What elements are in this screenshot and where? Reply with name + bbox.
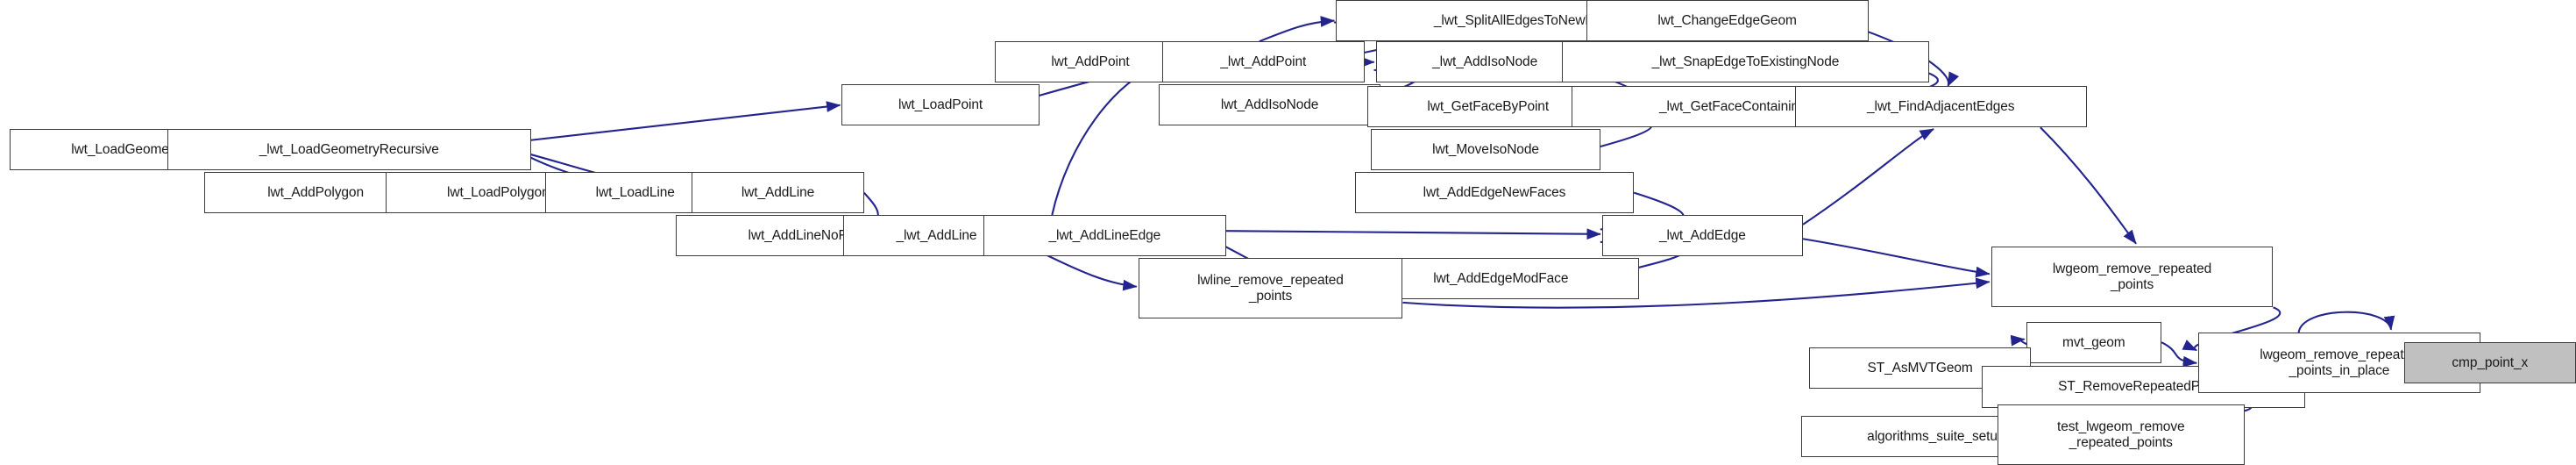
graph-node[interactable]: _lwt_AddEdge [1601,215,1803,257]
graph-node[interactable]: test_lwgeom_remove _repeated_points [1997,404,2245,465]
graph-node[interactable]: lwt_AddEdgeModFace [1362,258,1639,300]
graph-node[interactable]: lwgeom_remove_repeated _points [1991,247,2274,308]
self-loop-edge [2297,311,2395,333]
graph-node[interactable]: cmp_point_x [2403,342,2576,384]
graph-node[interactable]: lwt_AddPoint [994,41,1187,83]
graph-node[interactable]: _lwt_AddLineEdge [983,215,1226,257]
graph-node[interactable]: _lwt_AddPoint [1161,41,1365,83]
graph-node[interactable]: lwt_AddIsoNode [1159,84,1380,126]
graph-node[interactable]: _lwt_AddIsoNode [1375,41,1594,83]
graph-node[interactable]: mvt_geom [2026,321,2162,363]
graph-node[interactable]: lwt_AddEdgeNewFaces [1354,172,1635,214]
graph-node[interactable]: lwt_AddLine [692,172,864,214]
graph-node[interactable]: _lwt_FindAdjacentEdges [1794,86,2087,128]
graph-node[interactable]: lwt_LoadPoint [841,84,1040,126]
graph-node[interactable]: lwt_ChangeEdgeGeom [1586,0,1869,42]
graph-node[interactable]: lwline_remove_repeated _points [1138,258,1403,318]
graph-node[interactable]: lwt_MoveIsoNode [1371,129,1600,171]
graph-node[interactable]: _lwt_SnapEdgeToExistingNode [1562,41,1929,83]
graph-node[interactable]: _lwt_LoadGeometryRecursive [167,129,531,171]
